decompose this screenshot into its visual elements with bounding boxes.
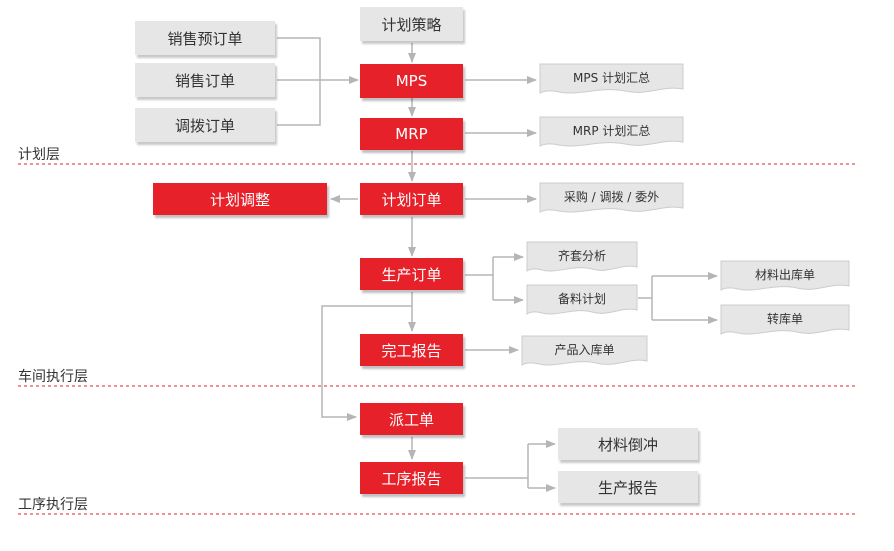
doc-material-issue: 材料出库单: [720, 260, 850, 292]
node-plan-strategy: 计划策略: [360, 7, 463, 41]
node-material-backflush: 材料倒冲: [558, 428, 698, 460]
layer-label-workshop: 车间执行层: [18, 369, 88, 385]
doc-kitting: 齐套分析: [526, 241, 638, 273]
doc-kitting-label: 齐套分析: [557, 249, 606, 263]
doc-purchase: 采购 / 调拨 / 委外: [539, 182, 684, 214]
layer-label-process: 工序执行层: [18, 497, 88, 513]
doc-material-plan-label: 备料计划: [557, 292, 606, 306]
doc-mrp-summary: MRP 计划汇总: [539, 116, 684, 148]
node-production-order: 生产订单: [360, 258, 463, 290]
node-transfer-order: 调拨订单: [135, 108, 275, 142]
doc-transfer-slip: 转库单: [720, 304, 850, 336]
node-mps: MPS: [360, 64, 463, 98]
doc-mps-summary: MPS 计划汇总: [539, 63, 684, 95]
doc-mrp-summary-label: MRP 计划汇总: [572, 124, 651, 138]
node-process-report: 工序报告: [360, 462, 463, 494]
node-dispatch-order: 派工单: [360, 403, 463, 435]
node-mrp: MRP: [360, 118, 463, 150]
node-completion-report: 完工报告: [360, 334, 463, 366]
node-sales-forecast: 销售预订单: [135, 21, 275, 55]
doc-material-issue-label: 材料出库单: [754, 268, 815, 282]
doc-purchase-label: 采购 / 调拨 / 委外: [563, 190, 660, 204]
node-plan-adjust: 计划调整: [153, 183, 327, 215]
doc-product-receipt-label: 产品入库单: [554, 343, 615, 357]
node-sales-order: 销售订单: [135, 63, 275, 97]
doc-mps-summary-label: MPS 计划汇总: [572, 71, 651, 85]
doc-product-receipt: 产品入库单: [521, 335, 648, 367]
doc-transfer-slip-label: 转库单: [766, 312, 803, 326]
layer-label-plan: 计划层: [18, 147, 60, 163]
node-plan-order: 计划订单: [360, 183, 463, 215]
doc-material-plan: 备料计划: [526, 284, 638, 316]
node-production-report: 生产报告: [558, 471, 698, 503]
